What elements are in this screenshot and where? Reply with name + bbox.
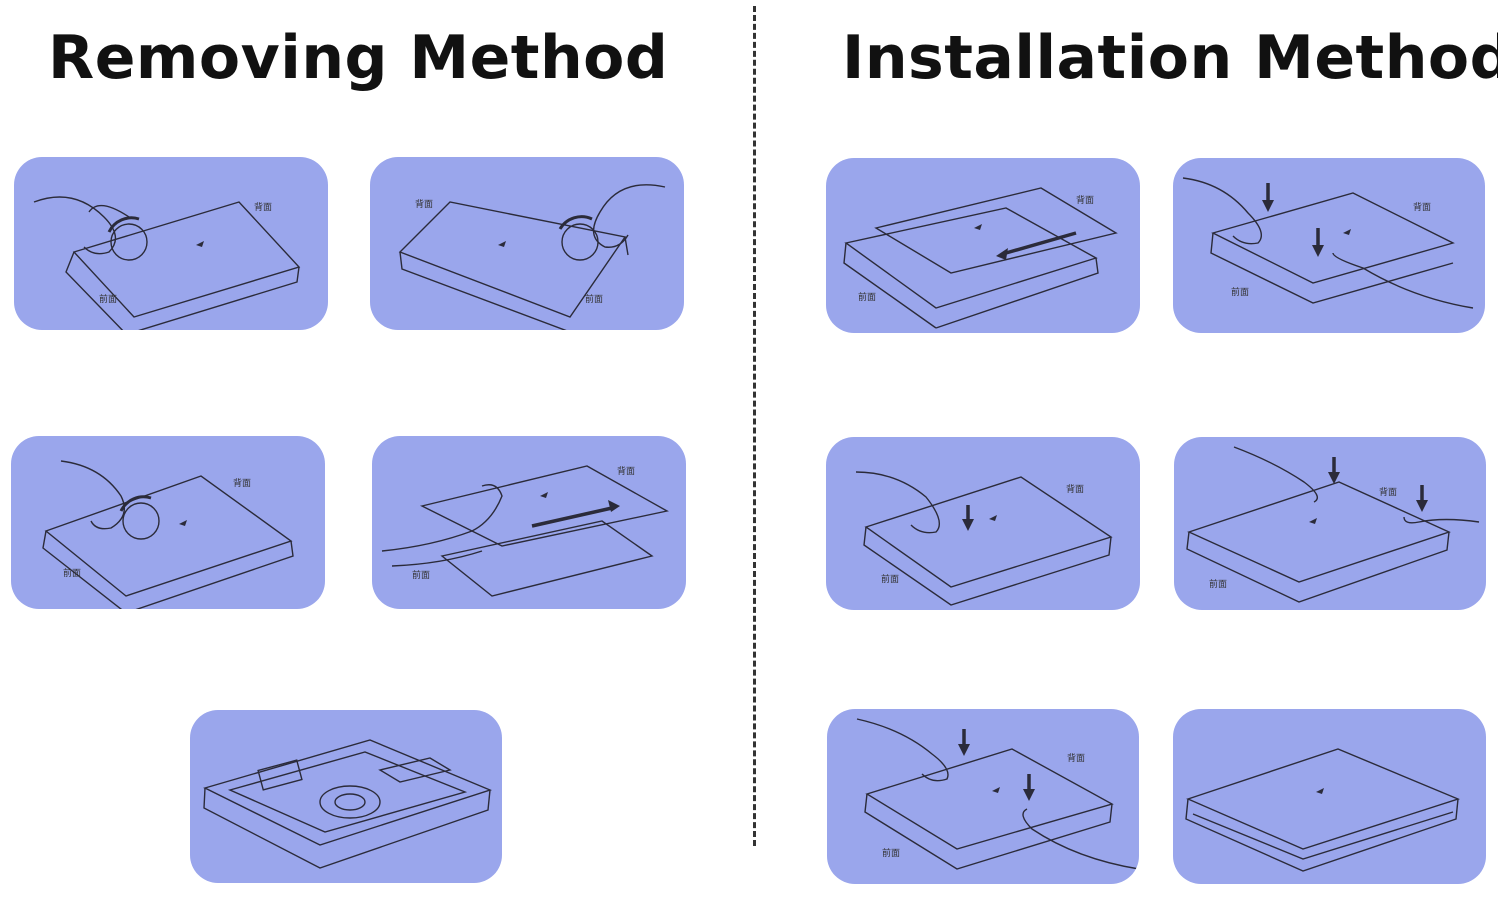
section-divider <box>753 6 756 846</box>
console-illustration: 背面 前面 <box>42 460 294 609</box>
back-label: 背面 <box>254 201 272 213</box>
console-illustration: 背面 前面 <box>856 718 1139 870</box>
front-label: 前面 <box>882 847 900 859</box>
back-label: 背面 <box>1413 201 1431 213</box>
front-label: 前面 <box>412 569 430 581</box>
removing-step-3-panel: 背面 前面 <box>11 436 325 609</box>
front-label: 前面 <box>858 291 876 303</box>
front-label: 前面 <box>63 567 81 579</box>
back-label: 背面 <box>1076 194 1094 206</box>
back-label: 背面 <box>233 477 251 489</box>
removing-method-title: Removing Method <box>48 23 669 93</box>
back-label: 背面 <box>1066 483 1084 495</box>
front-label: 前面 <box>881 573 899 585</box>
front-label: 前面 <box>585 293 603 305</box>
removing-step-5-panel <box>190 710 502 883</box>
installation-method-title: Installation Method <box>842 23 1498 93</box>
removing-step-2-panel: 背面 前面 <box>370 157 684 330</box>
console-illustration: 背面 前面 <box>398 184 666 330</box>
back-label: 背面 <box>1379 486 1397 498</box>
console-illustration: 背面 前面 <box>855 471 1113 606</box>
removing-step-4-panel: 背面 前面 <box>372 436 686 609</box>
installation-step-3-panel: 背面 前面 <box>826 437 1140 610</box>
front-label: 前面 <box>1231 286 1249 298</box>
removing-step-1-panel: 背面 前面 <box>14 157 328 330</box>
back-label: 背面 <box>617 465 635 477</box>
installation-step-2-panel: 背面 前面 <box>1173 158 1485 333</box>
console-illustration: 背面 前面 <box>381 465 669 597</box>
console-illustration: 背面 前面 <box>1186 446 1480 603</box>
installation-step-4-panel: 背面 前面 <box>1174 437 1486 610</box>
front-label: 前面 <box>99 293 117 305</box>
installation-step-6-panel <box>1173 709 1486 884</box>
front-label: 前面 <box>1209 578 1227 590</box>
console-illustration: 背面 前面 <box>843 187 1118 329</box>
back-label: 背面 <box>415 198 433 210</box>
console-illustration: 背面 前面 <box>1182 177 1474 309</box>
console-illustration: 背面 前面 <box>33 196 301 330</box>
console-base-illustration <box>203 739 493 869</box>
installation-step-1-panel: 背面 前面 <box>826 158 1140 333</box>
console-illustration <box>1185 748 1461 872</box>
back-label: 背面 <box>1067 752 1085 764</box>
installation-step-5-panel: 背面 前面 <box>827 709 1139 884</box>
